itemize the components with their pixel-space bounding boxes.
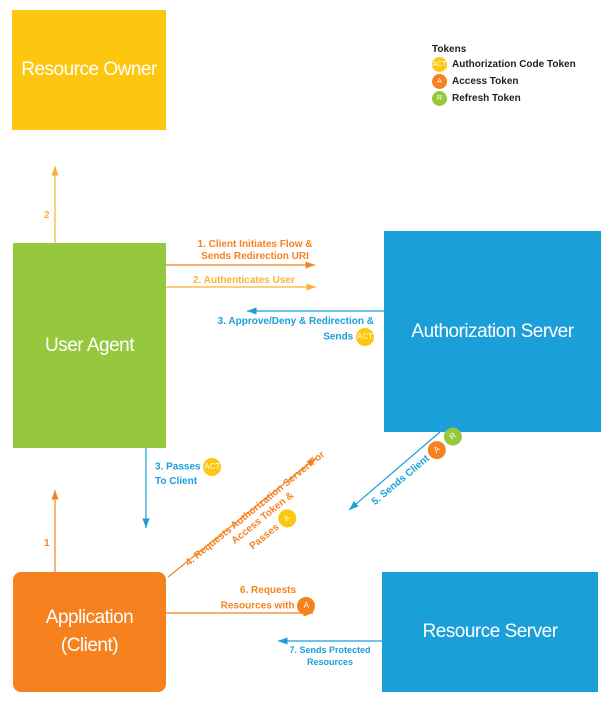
application-label: Application bbox=[45, 607, 134, 628]
resource-server-node: Resource Server bbox=[382, 572, 598, 692]
client-arrow-label: 1 bbox=[44, 538, 50, 549]
step3b-line2: To Client bbox=[155, 476, 198, 487]
application-node: Application (Client) bbox=[13, 572, 166, 692]
act-token-icon: ACT bbox=[203, 458, 222, 476]
step7-line2: Resources bbox=[306, 657, 354, 667]
step1-line1: 1. Client Initiates Flow & bbox=[197, 239, 313, 250]
step3-line1: 3. Approve/Deny & Redirection & bbox=[217, 316, 374, 327]
act-token-icon: ACT bbox=[356, 328, 374, 346]
step3b-label: 3. Passes ACT To Client bbox=[155, 458, 222, 488]
step3-label: 3. Approve/Deny & Redirection & Sends ACT bbox=[212, 316, 374, 346]
legend-title: Tokens bbox=[432, 44, 467, 55]
legend: Tokens ACT Authorization Code Token A Acce… bbox=[432, 44, 576, 106]
act-token-icon: ACT bbox=[432, 57, 447, 72]
user-agent-node: User Agent bbox=[13, 243, 166, 448]
arrow-step5 bbox=[348, 431, 441, 511]
client-label: (Client) bbox=[60, 635, 119, 656]
access-token-icon: A bbox=[297, 597, 316, 615]
step3b-line1: 3. Passes bbox=[155, 461, 201, 473]
access-token-icon: A bbox=[432, 74, 447, 89]
arrow-step4 bbox=[167, 457, 317, 578]
step6-line1: 6. Requests bbox=[239, 585, 297, 596]
legend-label: Access Token bbox=[452, 76, 519, 87]
legend-item: A Access Token bbox=[432, 74, 576, 89]
step1-line2: Sends Redirection URI bbox=[201, 251, 309, 262]
legend-label: Refresh Token bbox=[452, 93, 521, 104]
step2-label: 2. Authenticates User bbox=[193, 275, 295, 286]
step1-label: 1. Client Initiates Flow &Sends Redirect… bbox=[190, 239, 320, 263]
resource-owner-node: Resource Owner bbox=[12, 10, 166, 130]
legend-label: Authorization Code Token bbox=[452, 59, 576, 70]
legend-item: R Refresh Token bbox=[432, 91, 576, 106]
step7-line1: 7. Sends Protected bbox=[289, 645, 371, 655]
refresh-token-icon: R bbox=[432, 91, 447, 106]
owner-arrow-label: 2 bbox=[44, 210, 50, 221]
step6-line2: Resources with bbox=[220, 600, 295, 612]
legend-item: ACT Authorization Code Token bbox=[432, 57, 576, 72]
authorization-server-node: Authorization Server bbox=[384, 231, 601, 432]
step3-line2: Sends bbox=[323, 331, 354, 343]
